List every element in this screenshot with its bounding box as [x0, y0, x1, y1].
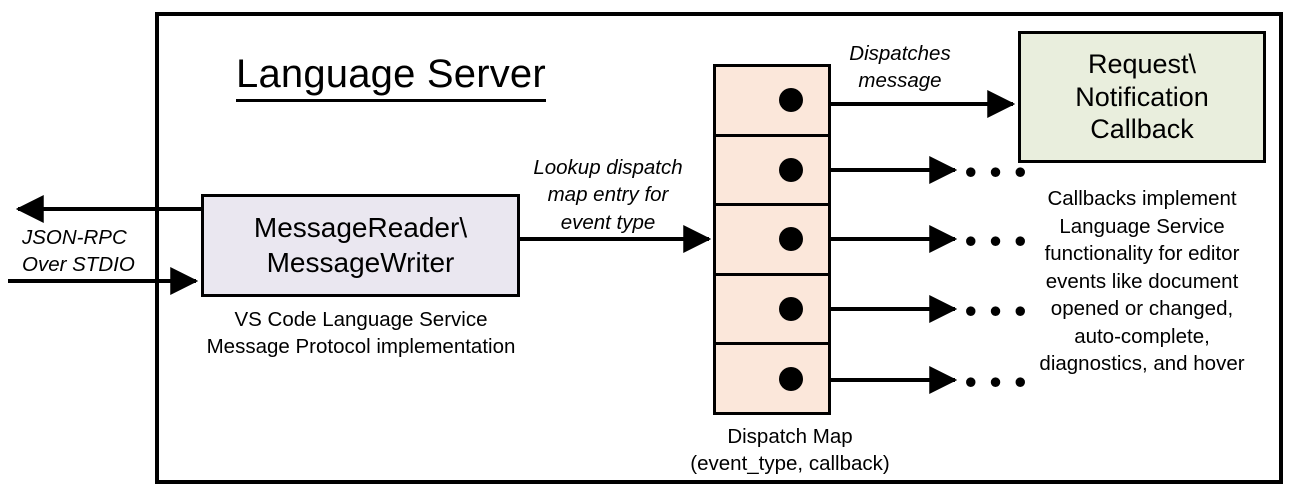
- callback-description: Callbacks implement Language Service fun…: [1000, 185, 1284, 378]
- reader-line1: MessageReader\: [253, 212, 468, 244]
- message-reader-writer-label: MessageReader\ MessageWriter: [254, 211, 467, 279]
- dispatch-map-row[interactable]: [716, 276, 828, 346]
- dispatch-map-row[interactable]: [716, 137, 828, 207]
- dispatch-caption-line2: (event_type, callback): [690, 452, 890, 476]
- dispatch-map-row[interactable]: [716, 67, 828, 137]
- reader-line2: MessageWriter: [266, 246, 455, 278]
- dispatch-map-row[interactable]: [716, 345, 828, 412]
- callback-caption-line3: functionality for editor: [1044, 242, 1240, 266]
- dispatch-map-table[interactable]: [713, 64, 831, 415]
- ellipsis-row-4: • • •: [965, 292, 1028, 329]
- jsonrpc-label-line1: JSON-RPC: [22, 226, 127, 249]
- lookup-line1: Lookup dispatch: [533, 156, 683, 179]
- callback-line3: Callback: [1090, 114, 1194, 145]
- entry-dot-icon: [779, 297, 803, 322]
- ellipsis-row-3: • • •: [965, 222, 1028, 259]
- jsonrpc-transport-label: JSON-RPC Over STDIO: [22, 224, 162, 279]
- callback-caption-line2: Language Service: [1059, 214, 1225, 238]
- language-server-frame: [155, 12, 1283, 484]
- dispatches-line2: message: [858, 69, 942, 93]
- reader-caption-line2: Message Protocol implementation: [206, 335, 516, 359]
- lookup-line2: map entry for: [547, 183, 669, 207]
- message-reader-writer-box[interactable]: MessageReader\ MessageWriter: [201, 194, 520, 297]
- callback-caption-line6: auto-complete,: [1074, 324, 1210, 348]
- jsonrpc-label-line2: Over STDIO: [22, 253, 135, 277]
- callback-caption-line1: Callbacks implement: [1047, 187, 1237, 210]
- lookup-dispatch-label: Lookup dispatch map entry for event type: [509, 154, 707, 236]
- lookup-line3: event type: [560, 210, 656, 234]
- callback-label: Request\ Notification Callback: [1075, 48, 1209, 147]
- request-notification-callback-box[interactable]: Request\ Notification Callback: [1018, 31, 1266, 163]
- entry-dot-icon: [779, 227, 803, 252]
- dispatch-map-caption: Dispatch Map (event_type, callback): [640, 423, 940, 478]
- ellipsis-row-5: • • •: [965, 363, 1028, 400]
- page-title: Language Server: [236, 52, 546, 102]
- dispatches-message-label: Dispatches message: [830, 40, 970, 95]
- reader-caption-line1: VS Code Language Service: [234, 308, 488, 331]
- dispatches-line1: Dispatches: [849, 42, 951, 65]
- callback-line2: Notification: [1075, 81, 1209, 112]
- entry-dot-icon: [779, 88, 803, 113]
- callback-line1: Request\: [1087, 48, 1197, 79]
- dispatch-caption-line1: Dispatch Map: [727, 425, 853, 448]
- callback-caption-line4: events like document: [1045, 269, 1239, 293]
- message-reader-writer-caption: VS Code Language Service Message Protoco…: [186, 306, 536, 361]
- entry-dot-icon: [779, 157, 803, 182]
- callback-caption-line5: opened or changed,: [1050, 297, 1234, 321]
- callback-caption-line7: diagnostics, and hover: [1039, 352, 1245, 376]
- dispatch-map-row[interactable]: [716, 206, 828, 276]
- ellipsis-row-2: • • •: [965, 153, 1028, 190]
- entry-dot-icon: [779, 366, 803, 391]
